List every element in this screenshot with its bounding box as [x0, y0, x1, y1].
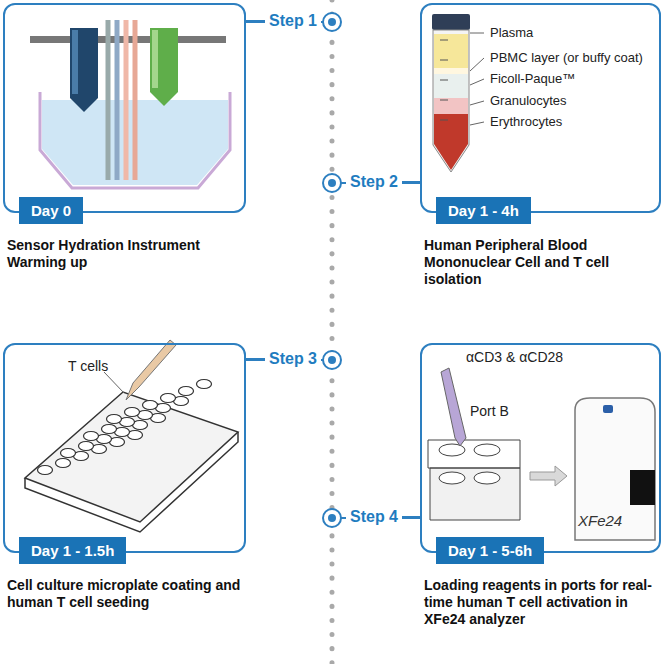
step-text: Step 2	[350, 173, 398, 191]
step-lines	[246, 22, 420, 518]
step-label: Step 1	[265, 11, 321, 31]
centrifuge-tube	[432, 14, 484, 172]
part-label: Erythrocytes	[490, 114, 562, 129]
part-label: Granulocytes	[490, 93, 567, 108]
step-label: Step 2	[346, 172, 402, 192]
step-caption: Loading reagents in ports for real-time …	[424, 577, 664, 628]
part-label: Ficoll-Paque™	[490, 71, 575, 86]
part-label: Plasma	[490, 25, 533, 40]
part-label: T cells	[68, 358, 108, 374]
day-text: Day 0	[31, 202, 71, 219]
part-label: αCD3 & αCD28	[466, 349, 563, 365]
day-text: Day 1 - 5-6h	[448, 542, 532, 559]
step-panel: Sensor Hydration Instrument Warming upDa…	[3, 3, 246, 213]
step-panel: Human Peripheral Blood Mononuclear Cell …	[420, 3, 661, 213]
step-circles	[323, 13, 341, 527]
step-text: Step 4	[350, 508, 398, 526]
step-caption: Sensor Hydration Instrument Warming up	[7, 237, 247, 271]
microplate	[25, 340, 238, 532]
day-tab: Day 1 - 1.5h	[19, 537, 126, 564]
analyzer	[428, 368, 655, 540]
part-label: Port B	[470, 403, 509, 419]
step-connector	[402, 181, 420, 183]
day-tab: Day 0	[19, 197, 83, 224]
step-label: Step 4	[346, 507, 402, 527]
instrument-name: XFe24	[578, 512, 622, 529]
day-text: Day 1 - 4h	[448, 202, 519, 219]
step-text: Step 3	[269, 350, 317, 368]
step-panel: Cell culture microplate coating and huma…	[3, 343, 246, 553]
step-connector	[402, 516, 420, 518]
step-caption: Cell culture microplate coating and huma…	[7, 577, 247, 611]
day-tab: Day 1 - 5-6h	[436, 537, 544, 564]
step-panel: Loading reagents in ports for real-time …	[420, 343, 661, 553]
step-label: Step 3	[265, 349, 321, 369]
step-connector	[246, 20, 265, 22]
step-caption: Human Peripheral Blood Mononuclear Cell …	[424, 237, 664, 288]
day-tab: Day 1 - 4h	[436, 197, 531, 224]
step-text: Step 1	[269, 12, 317, 30]
timeline-dots	[330, 0, 335, 664]
part-label: PBMC layer (or buffy coat)	[490, 50, 643, 65]
sensor-cartridge	[30, 20, 230, 188]
day-text: Day 1 - 1.5h	[31, 542, 114, 559]
step-connector	[246, 358, 265, 360]
